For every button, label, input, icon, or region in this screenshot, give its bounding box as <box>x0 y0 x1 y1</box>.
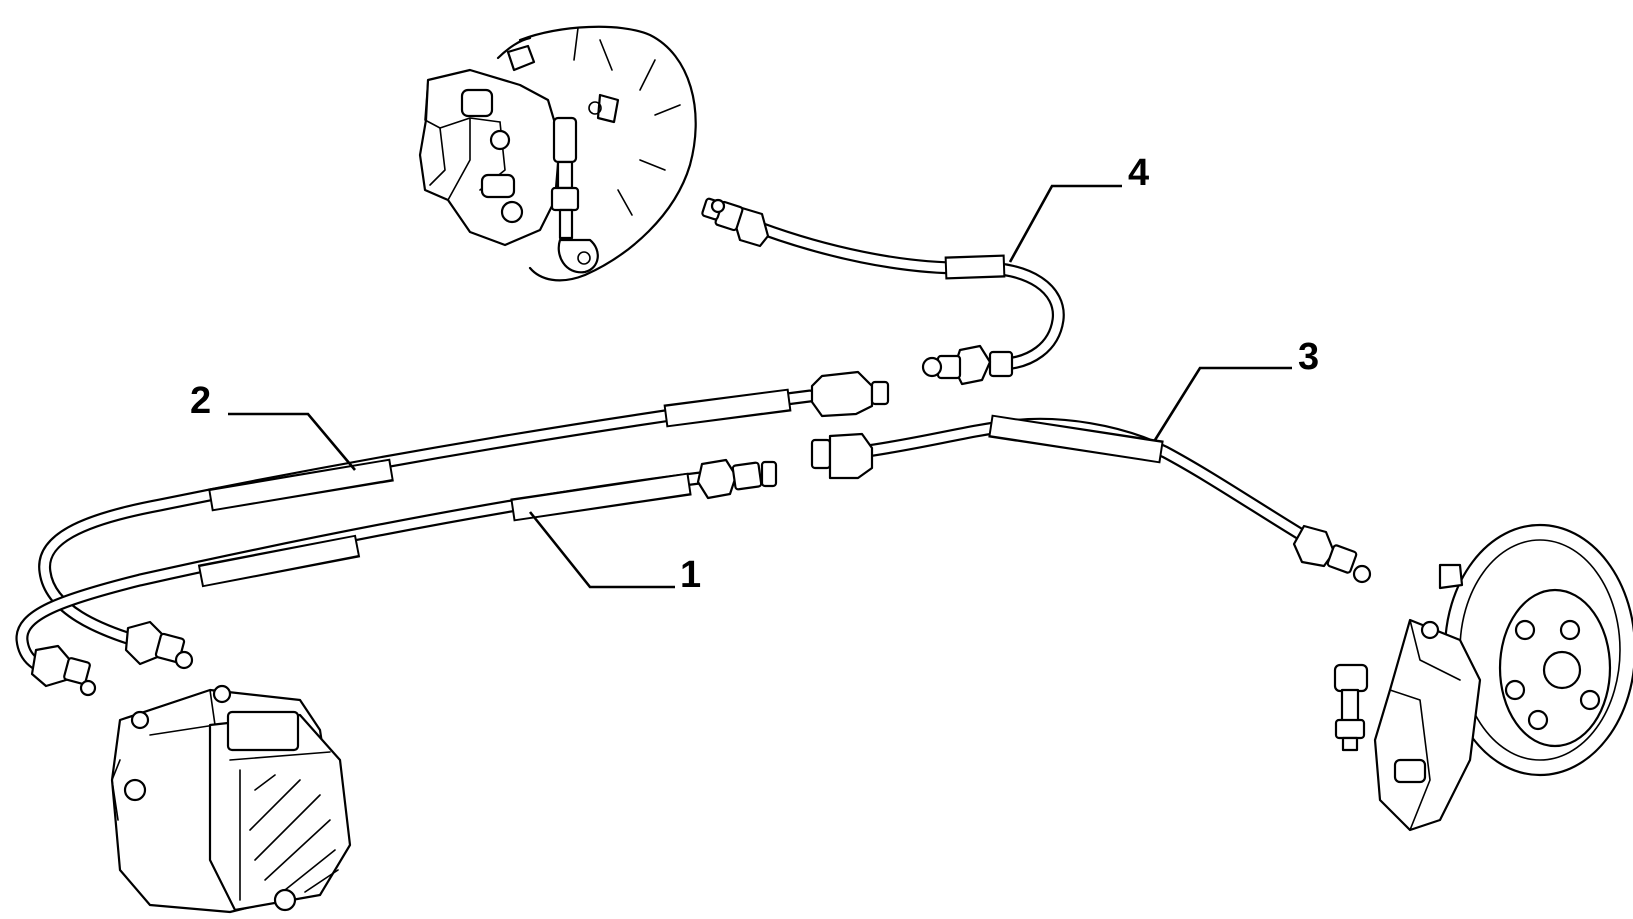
pipe-fitting-icon <box>696 458 778 500</box>
pipe-fitting-icon <box>701 197 770 248</box>
brake-pipe-2 <box>38 370 890 670</box>
rear-brake-disc-icon <box>1333 523 1633 832</box>
pipe-fitting-icon <box>1292 524 1372 584</box>
callout-2: 2 <box>190 380 212 422</box>
abs-modulator-icon <box>110 684 352 914</box>
callout-leaders <box>228 184 1292 589</box>
front-brake-caliper-icon <box>418 25 697 282</box>
pipe-fitting-icon <box>810 432 874 480</box>
brake-pipe-3 <box>810 414 1372 584</box>
brake-pipe-4 <box>701 197 1065 386</box>
callout-1: 1 <box>680 554 702 596</box>
pipe-fitting-icon <box>124 620 194 670</box>
callout-4: 4 <box>1128 152 1150 194</box>
pipe-fitting-icon <box>921 344 1014 386</box>
callout-3: 3 <box>1298 336 1320 378</box>
pipe-fitting-icon <box>810 370 890 418</box>
brake-pipe-1 <box>15 458 778 697</box>
pipe-fitting-icon <box>30 644 97 697</box>
